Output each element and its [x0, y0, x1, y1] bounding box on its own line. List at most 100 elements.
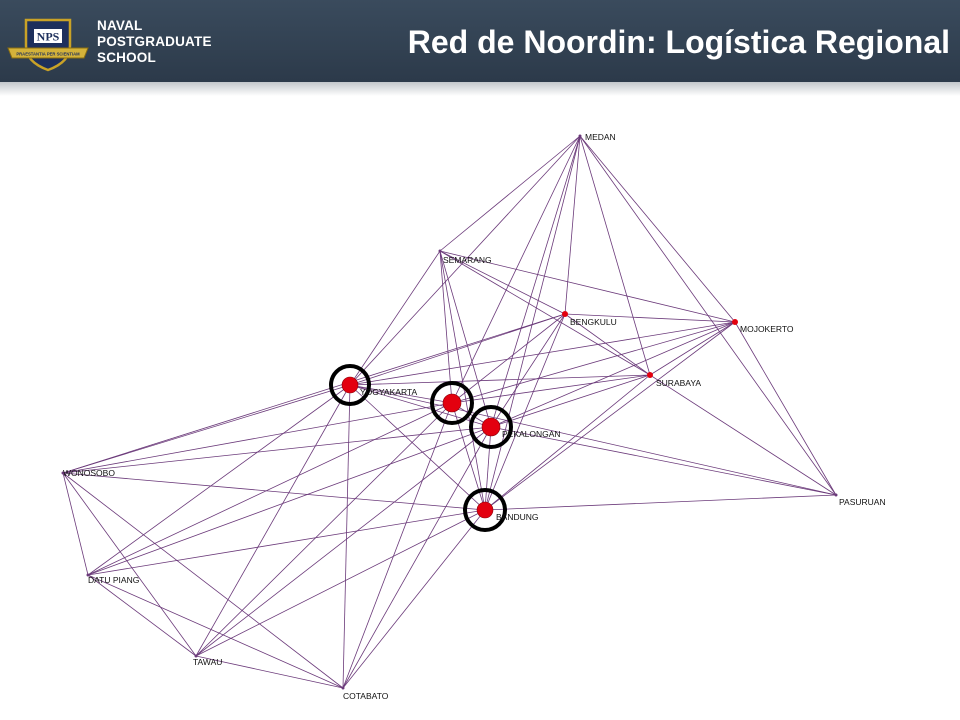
- school-line-2: POSTGRADUATE: [97, 34, 212, 49]
- edge-pekalongan-cotabato: [342, 426, 492, 689]
- edge-wonosobo-cotabato: [62, 472, 344, 689]
- edge-yogyakarta-bandung: [349, 384, 486, 511]
- edge-semarang-mojokerto: [439, 250, 736, 323]
- node-label-bengkulu: BENGKULU: [570, 317, 617, 327]
- edge-yogyakarta-pekalongan: [349, 384, 492, 428]
- edge-yogyakarta-cotabato: [342, 384, 351, 689]
- node-cotabato: [341, 686, 345, 690]
- edge-mojokerto-yogyakarta: [349, 321, 736, 386]
- slide-header: NPS PRAESTANTIA PER SCIENTIAM NAVAL POST…: [0, 0, 960, 82]
- edge-tawau-cotabato: [195, 655, 344, 689]
- edge-medan-pekalongan: [490, 135, 581, 428]
- edge-semarang-solo: [439, 250, 453, 404]
- highlight-ring-pekalongan: [469, 405, 513, 449]
- network-diagram: MEDAN SEMARANG BENGKULU MOJOKERTO SURABAYA YO…: [61, 132, 886, 701]
- edge-bengkulu-mojokerto: [564, 313, 736, 323]
- logo-text: NPS: [37, 30, 60, 44]
- node-label-medan: MEDAN: [585, 132, 616, 142]
- node-label-surabaya: SURABAYA: [656, 378, 701, 388]
- node-label-pasuruan: PASURUAN: [839, 497, 886, 507]
- edge-medan-yogyakarta: [349, 135, 581, 386]
- edge-bandung-tawau: [195, 509, 486, 657]
- node-tawau: [194, 654, 198, 658]
- edge-pekalongan-datu_piang: [87, 426, 492, 576]
- edge-solo-wonosobo: [62, 402, 453, 474]
- node-datu_piang: [86, 573, 90, 577]
- highlight-ring-bandung: [463, 488, 507, 532]
- edge-solo-cotabato: [342, 402, 453, 689]
- edge-solo-bandung: [451, 402, 486, 511]
- label-layer: MEDAN SEMARANG BENGKULU MOJOKERTO SURABAYA YO…: [63, 132, 886, 701]
- node-surabaya: [647, 372, 653, 378]
- edge-surabaya-solo: [451, 374, 651, 404]
- edge-wonosobo-tawau: [62, 472, 197, 657]
- logo-banner: PRAESTANTIA PER SCIENTIAM: [16, 52, 80, 57]
- header-shadow: [0, 82, 960, 96]
- edge-mojokerto-surabaya: [649, 321, 736, 376]
- node-label-datu_piang: DATU PIANG: [88, 575, 139, 585]
- edge-bengkulu-wonosobo: [62, 313, 566, 474]
- highlight-ring-solo: [430, 381, 474, 425]
- edge-mojokerto-pekalongan: [490, 321, 736, 428]
- edge-surabaya-yogyakarta: [349, 374, 651, 386]
- slide-title: Red de Noordin: Logística Regional: [407, 24, 950, 60]
- edge-yogyakarta-wonosobo: [62, 384, 351, 474]
- node-label-wonosobo: WONOSOBO: [63, 468, 115, 478]
- edge-bengkulu-solo: [451, 313, 566, 404]
- edge-bandung-cotabato: [342, 509, 486, 689]
- edge-semarang-yogyakarta: [349, 250, 441, 386]
- edge-bengkulu-yogyakarta: [349, 313, 566, 386]
- edge-wonosobo-datu_piang: [62, 472, 89, 576]
- edge-mojokerto-bandung: [484, 321, 736, 511]
- node-label-semarang: SEMARANG: [443, 255, 492, 265]
- edge-yogyakarta-tawau: [195, 384, 351, 657]
- node-label-pekalongan: PEKALONGAN: [502, 429, 561, 439]
- school-name: NAVAL POSTGRADUATE SCHOOL: [97, 18, 212, 66]
- edge-pekalongan-pasuruan: [490, 426, 837, 496]
- edge-pekalongan-bandung: [484, 426, 492, 511]
- node-layer: [61, 134, 838, 690]
- school-line-1: NAVAL: [97, 18, 143, 33]
- node-label-yogyakarta: YOGYAKARTA: [360, 387, 417, 397]
- edge-semarang-pekalongan: [439, 250, 492, 428]
- edge-layer: [62, 135, 837, 689]
- edge-pekalongan-tawau: [195, 426, 492, 657]
- edge-mojokerto-solo: [451, 321, 736, 404]
- edge-semarang-surabaya: [439, 250, 651, 376]
- edge-surabaya-pekalongan: [490, 374, 651, 428]
- node-wonosobo: [61, 471, 65, 475]
- edge-surabaya-pasuruan: [649, 374, 837, 496]
- edge-datu_piang-tawau: [87, 574, 197, 657]
- highlight-ring-yogyakarta: [329, 364, 371, 406]
- edge-medan-surabaya: [579, 135, 651, 376]
- nps-logo-icon: NPS PRAESTANTIA PER SCIENTIAM: [7, 18, 89, 72]
- edge-medan-semarang: [439, 135, 581, 252]
- node-bandung: [476, 501, 494, 519]
- edge-bengkulu-pekalongan: [490, 313, 566, 428]
- node-mojokerto: [732, 319, 738, 325]
- node-semarang: [438, 249, 442, 253]
- edge-bandung-datu_piang: [87, 509, 486, 576]
- edge-semarang-bandung: [439, 250, 486, 511]
- edge-yogyakarta-datu_piang: [87, 384, 351, 576]
- node-bengkulu: [562, 311, 568, 317]
- node-pasuruan: [834, 493, 838, 497]
- school-line-3: SCHOOL: [97, 50, 156, 65]
- node-solo: [442, 393, 462, 413]
- edge-surabaya-bandung: [484, 374, 651, 511]
- edge-medan-bandung: [484, 135, 581, 511]
- edge-pekalongan-wonosobo: [62, 426, 492, 474]
- node-label-tawau: TAWAU: [193, 657, 222, 667]
- edge-medan-bengkulu: [564, 135, 581, 315]
- edge-solo-tawau: [195, 402, 453, 657]
- edge-mojokerto-pasuruan: [734, 321, 837, 496]
- edge-semarang-bengkulu: [439, 250, 566, 315]
- node-label-bandung: BANDUNG: [496, 512, 539, 522]
- node-yogyakarta: [341, 376, 359, 394]
- node-medan: [578, 134, 582, 138]
- node-pekalongan: [481, 417, 501, 437]
- edge-bandung-wonosobo: [62, 472, 486, 511]
- node-label-mojokerto: MOJOKERTO: [740, 324, 794, 334]
- node-label-cotabato: COTABATO: [343, 691, 389, 701]
- edge-bandung-pasuruan: [484, 494, 837, 511]
